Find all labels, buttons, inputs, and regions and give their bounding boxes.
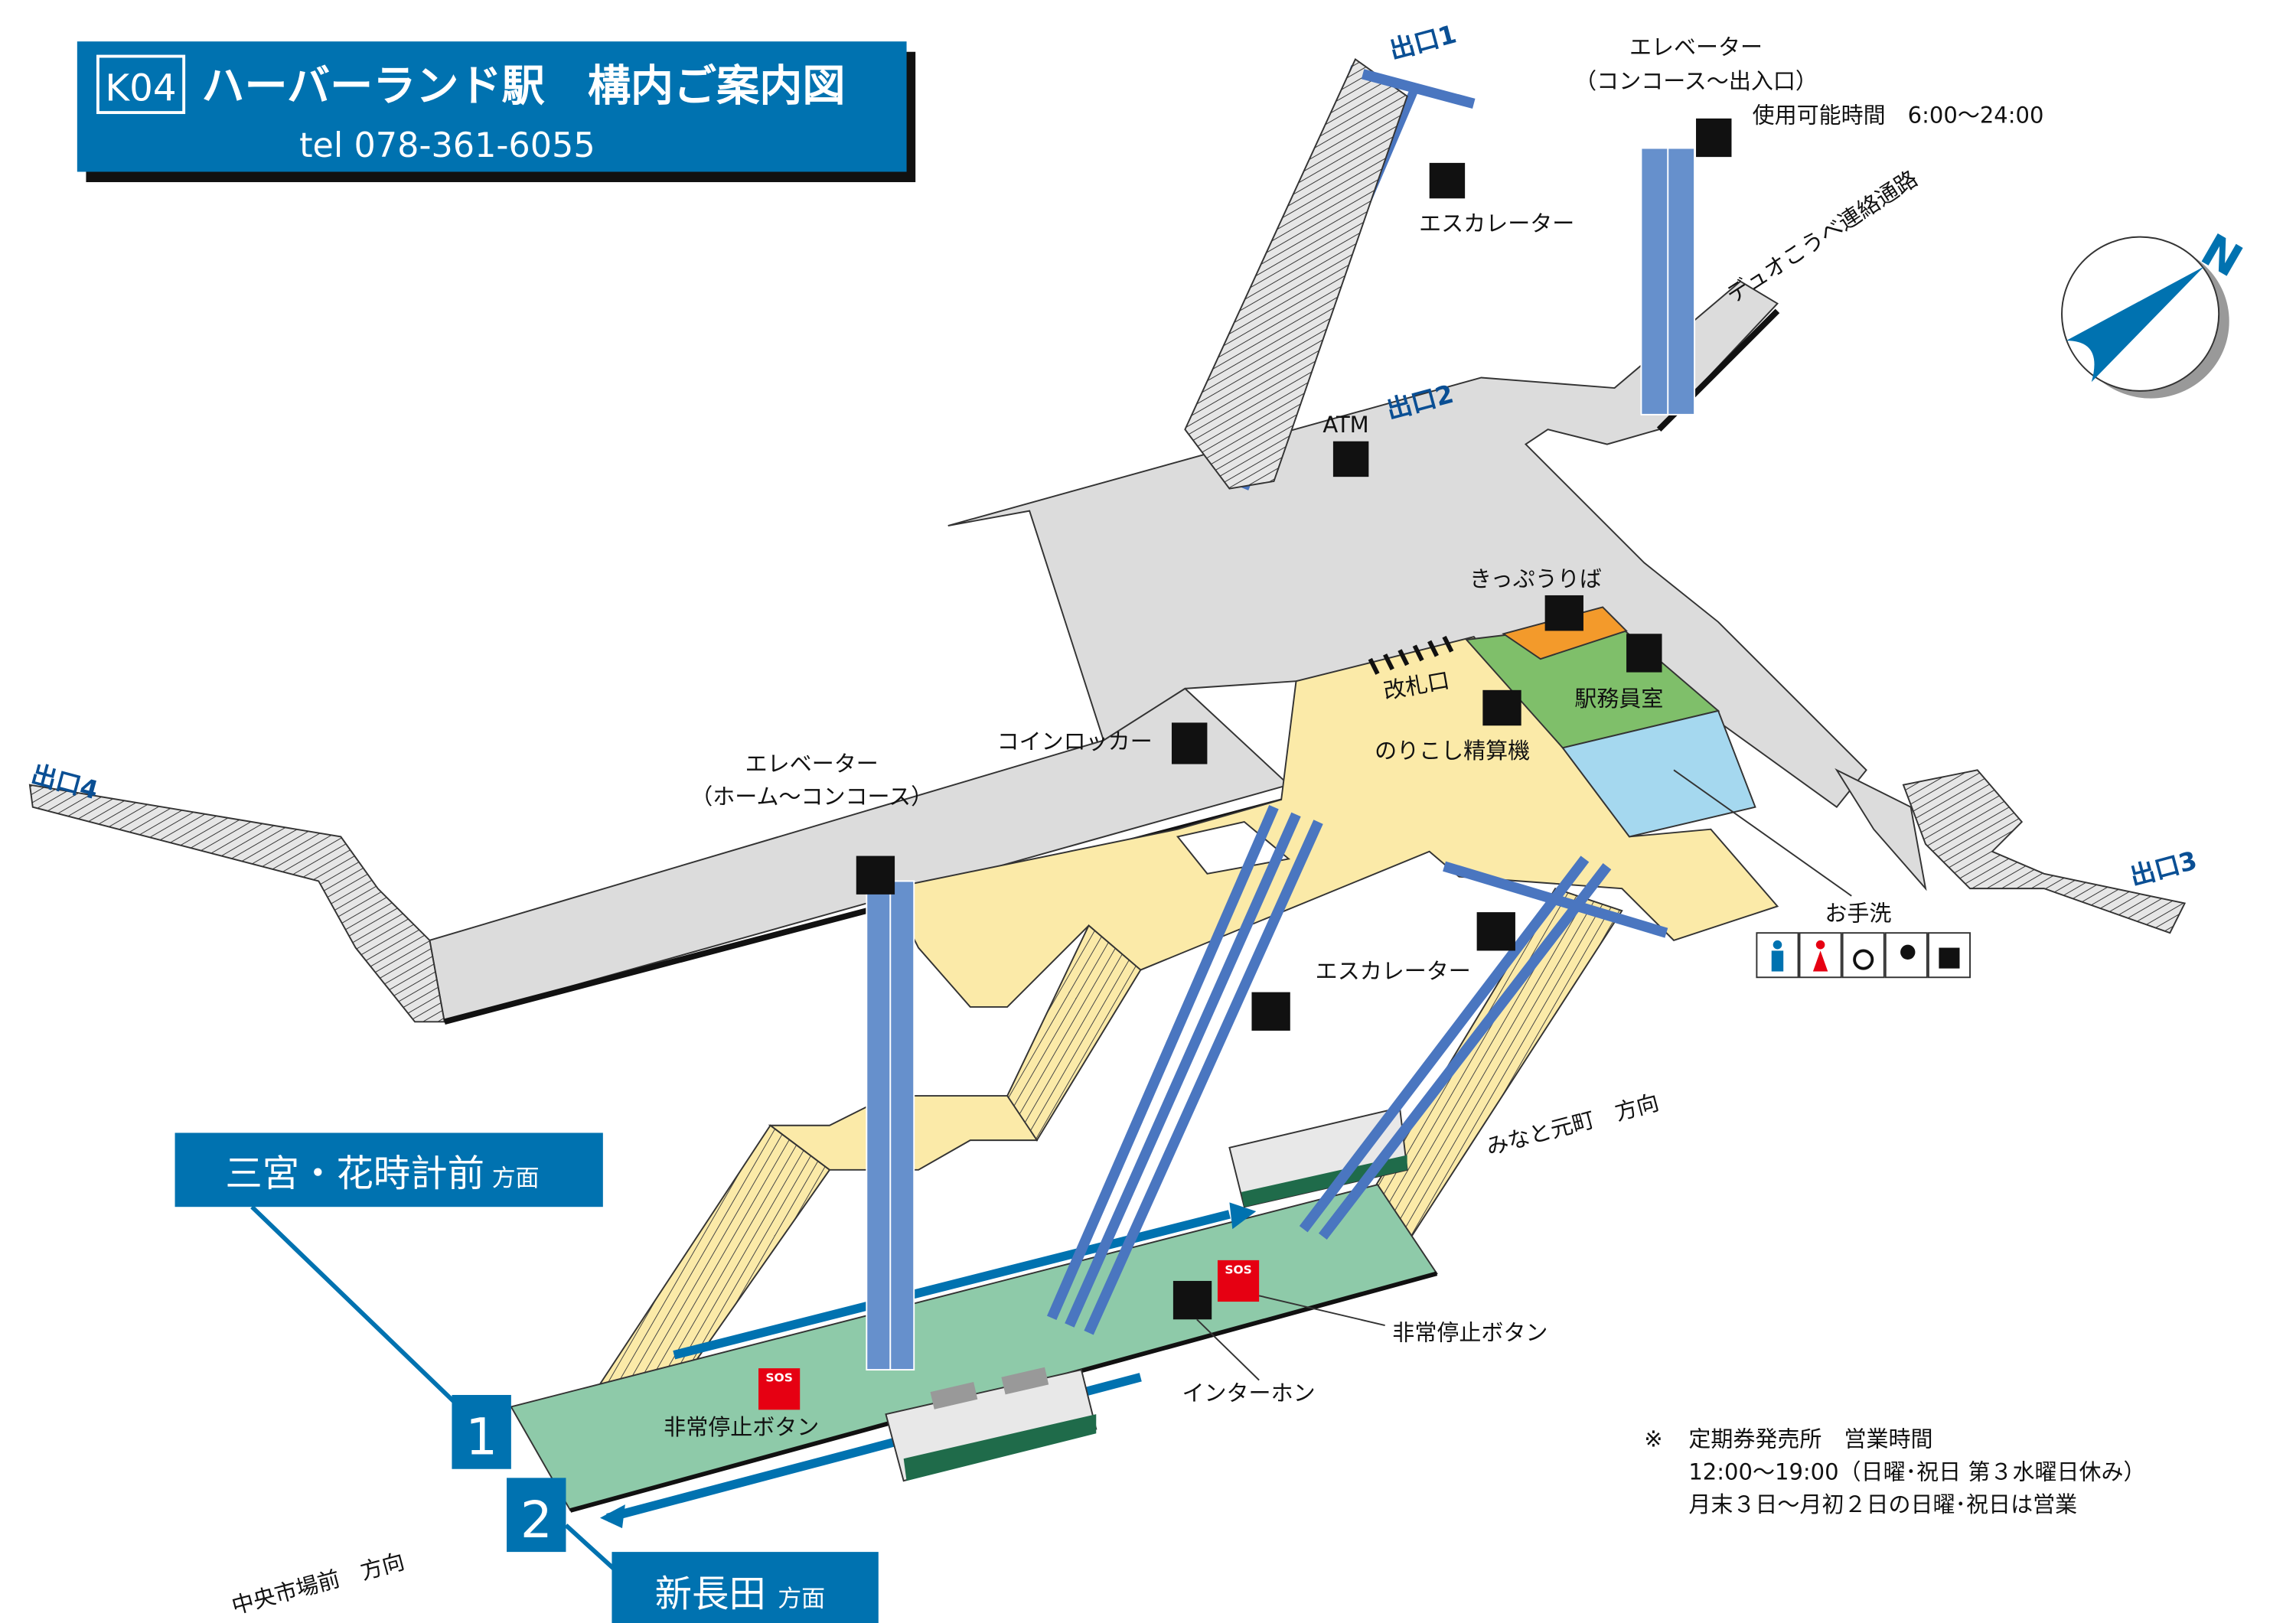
ticket-machine-icon bbox=[1544, 595, 1583, 631]
escalator-exit1 bbox=[1184, 57, 1419, 490]
elevator-top-label: エレベーター bbox=[1629, 34, 1763, 60]
elevator-hours: 使用可能時間 6:00～24:00 bbox=[1753, 103, 2044, 129]
escalator-platform-left bbox=[1046, 804, 1323, 1335]
elevator-icon bbox=[856, 855, 895, 895]
train-icon bbox=[1228, 1106, 1408, 1208]
svg-text:三宮・花時計前: 三宮・花時計前 bbox=[225, 1152, 484, 1195]
svg-text:定期券発売所 営業時間: 定期券発売所 営業時間 bbox=[1688, 1426, 1932, 1452]
station-code: K04 bbox=[105, 67, 176, 110]
emergency-stop-icon: SOS bbox=[1217, 1260, 1260, 1302]
intercom-icon bbox=[1172, 1280, 1212, 1320]
direction-minatomotomachi: みなと元町 方向 bbox=[1483, 1089, 1662, 1160]
elevator-shaft-platform bbox=[866, 880, 915, 1371]
elevator-icon bbox=[1696, 118, 1732, 158]
track1-number: 1 bbox=[452, 1394, 511, 1469]
atm-label: ATM bbox=[1322, 412, 1368, 438]
svg-text:新長田: 新長田 bbox=[655, 1573, 766, 1616]
station-staff-icon bbox=[1626, 634, 1662, 673]
restroom-icons bbox=[1756, 932, 1971, 979]
svg-text:方面: 方面 bbox=[778, 1586, 825, 1613]
ticket-gate bbox=[1368, 635, 1454, 675]
escalator-exit1-rails bbox=[1361, 69, 1476, 109]
escalator-icon bbox=[1476, 912, 1515, 951]
ticket-label: きっぷうりば bbox=[1469, 565, 1602, 592]
svg-text:2: 2 bbox=[520, 1491, 553, 1550]
coin-locker-label: コインロッカー bbox=[997, 728, 1153, 754]
escalator-icon bbox=[1251, 992, 1290, 1031]
svg-text:SOS: SOS bbox=[765, 1371, 792, 1385]
escalator-platform-right bbox=[1299, 855, 1668, 1240]
fare-adjust-machine-icon bbox=[1482, 689, 1521, 726]
emergency-stop-label: 非常停止ボタン bbox=[664, 1414, 819, 1440]
page-title: ハーバーランド駅 構内ご案内図 bbox=[201, 62, 845, 112]
track1-destination-sign: 三宮・花時計前 方面 bbox=[174, 1133, 603, 1207]
emergency-stop-icon: SOS bbox=[758, 1368, 801, 1410]
elevator-platform-label: エレベーター bbox=[745, 751, 879, 777]
duo-kobe-passage-label: デュオこうべ連絡通路 bbox=[1722, 165, 1923, 308]
atm-icon bbox=[1332, 441, 1369, 477]
phone-number: tel 078-361-6055 bbox=[299, 126, 595, 165]
svg-text:※: ※ bbox=[1644, 1426, 1662, 1452]
svg-text:方面: 方面 bbox=[492, 1165, 540, 1192]
title-banner: K04 ハーバーランド駅 構内ご案内図 tel 078-361-6055 bbox=[77, 41, 916, 183]
train-icon bbox=[885, 1367, 1097, 1482]
escalator-label-top: エスカレーター bbox=[1419, 210, 1574, 236]
emergency-stop-label: 非常停止ボタン bbox=[1392, 1319, 1548, 1345]
coin-locker-icon bbox=[1171, 722, 1208, 764]
intercom-label: インターホン bbox=[1182, 1380, 1316, 1406]
elevator-top-sublabel: （コンコース～出入口） bbox=[1574, 68, 1818, 94]
svg-text:SOS: SOS bbox=[1225, 1263, 1251, 1276]
elevator-platform-sublabel: （ホーム～コンコース） bbox=[690, 784, 933, 810]
compass: N bbox=[2061, 223, 2251, 399]
restroom-area bbox=[1561, 709, 1756, 838]
direction-chuoichiba: 中央市場前 方向 bbox=[229, 1548, 407, 1619]
station-office-label: 駅務員室 bbox=[1574, 686, 1663, 712]
escalator-label-mid: エスカレーター bbox=[1316, 958, 1471, 984]
elevator-shaft-top bbox=[1640, 147, 1696, 416]
exit-1-label: 出口1 bbox=[1386, 19, 1459, 66]
track2-destination-sign: 新長田 方面 bbox=[612, 1552, 879, 1623]
exit-3-label: 出口3 bbox=[2127, 845, 2200, 891]
fare-adjust-label: のりこし精算機 bbox=[1375, 738, 1530, 764]
svg-text:12:00～19:00（日曜･祝日 第３水曜日休み）: 12:00～19:00（日曜･祝日 第３水曜日休み） bbox=[1688, 1458, 2145, 1484]
restroom-label: お手洗 bbox=[1825, 901, 1891, 927]
escalator-icon bbox=[1429, 162, 1466, 199]
commuter-pass-notice: ※ 定期券発売所 営業時間 12:00～19:00（日曜･祝日 第３水曜日休み）… bbox=[1644, 1426, 2145, 1517]
svg-text:1: 1 bbox=[465, 1407, 497, 1466]
track2-number: 2 bbox=[507, 1478, 566, 1553]
svg-text:月末３日～月初２日の日曜･祝日は営業: 月末３日～月初２日の日曜･祝日は営業 bbox=[1688, 1491, 2077, 1517]
wheelchair-icon bbox=[1841, 932, 1885, 979]
